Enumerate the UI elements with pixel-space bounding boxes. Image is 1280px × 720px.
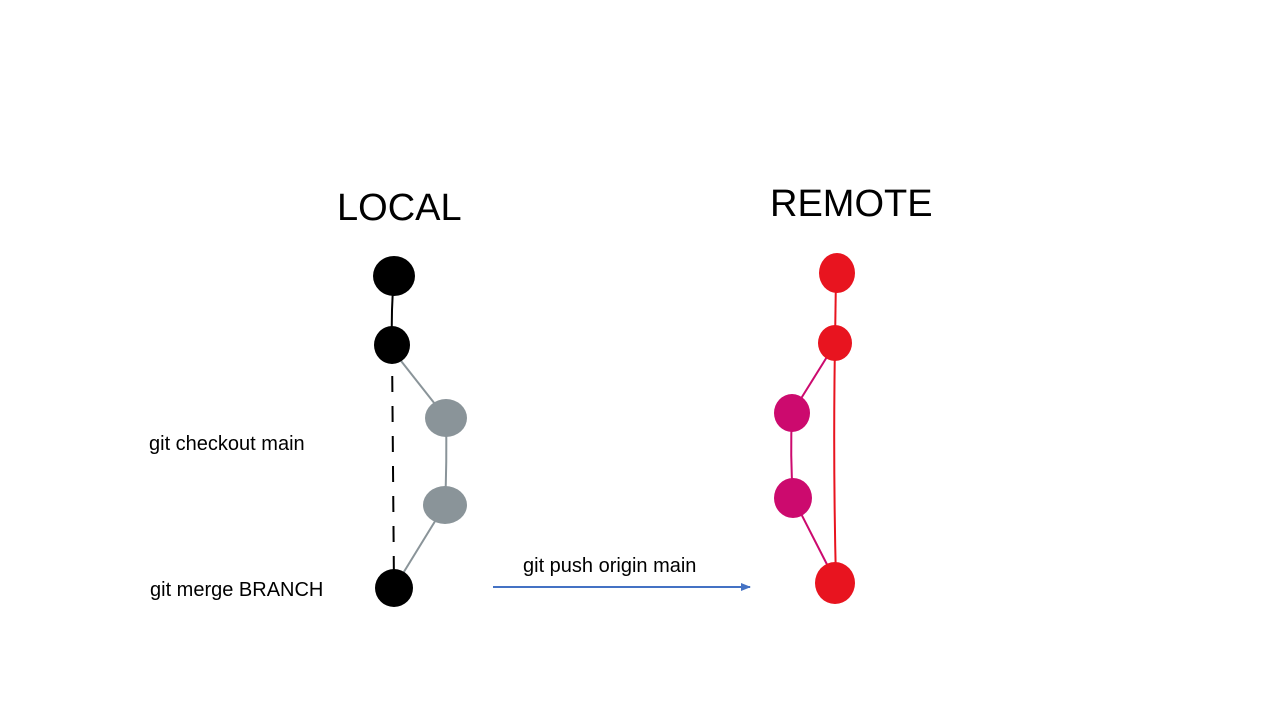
remote-branch-commit-1 [774,394,810,432]
local-graph [373,256,467,607]
merge-command-label: git merge BRANCH [150,579,324,601]
local-branch-commit-2 [423,486,467,524]
remote-graph [774,253,855,604]
remote-commit-1 [819,253,855,293]
checkout-command-label: git checkout main [149,433,305,455]
local-main-pending-edge [391,345,395,589]
local-branch-commit-1 [425,399,467,437]
push-command-label: git push origin main [523,555,697,577]
remote-commit-2 [818,325,852,361]
remote-branch-commit-2 [774,478,812,518]
remote-heading: REMOTE [770,183,933,225]
local-commit-2 [374,326,410,364]
local-heading: LOCAL [337,187,462,229]
local-commit-1 [373,256,415,296]
local-merge-commit [375,569,413,607]
remote-merge-commit [815,562,855,604]
remote-main-edge-2 [833,343,837,583]
